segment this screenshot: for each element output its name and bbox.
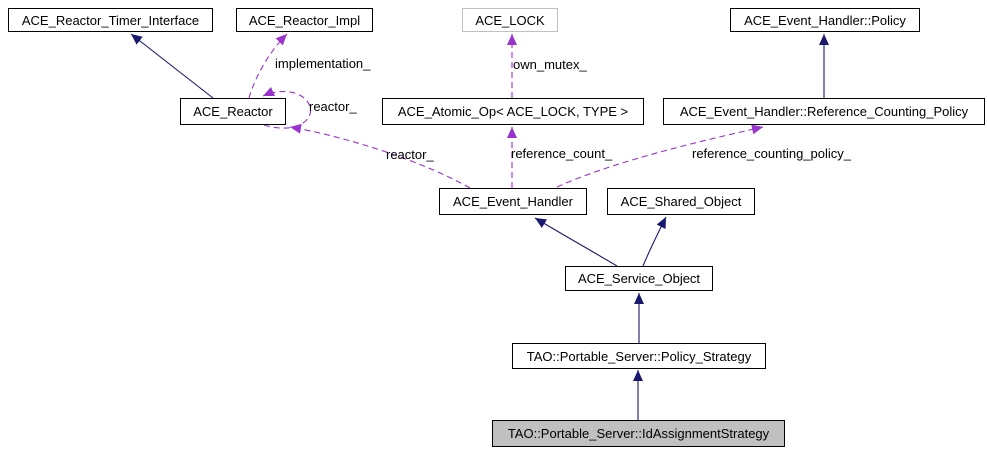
- edge-usage-event-handler-to-reactor: [289, 123, 471, 189]
- edge-inherit-service-object-to-shared-object: [642, 216, 667, 267]
- edge-inherit-service-object-to-event-handler: [534, 217, 618, 267]
- node-ace-reactor-timer-interface[interactable]: ACE_Reactor_Timer_Interface: [8, 8, 213, 32]
- edge-usage-event-handler-to-ref-counting-policy: [556, 124, 764, 188]
- node-ace-service-object[interactable]: ACE_Service_Object: [565, 266, 713, 291]
- edge-usage-reactor-self-loop: [262, 86, 311, 129]
- edge-label-reference-counting-policy: reference_counting_policy_: [692, 146, 851, 161]
- node-ace-reactor-impl[interactable]: ACE_Reactor_Impl: [236, 8, 373, 32]
- node-ace-event-handler[interactable]: ACE_Event_Handler: [439, 188, 587, 215]
- node-ace-reactor[interactable]: ACE_Reactor: [180, 98, 286, 125]
- edge-label-reference-count: reference_count_: [511, 146, 613, 161]
- node-ace-event-handler-policy[interactable]: ACE_Event_Handler::Policy: [730, 8, 920, 32]
- node-tao-id-assignment-strategy: TAO::Portable_Server::IdAssignmentStrate…: [492, 420, 785, 447]
- node-ace-atomic-op[interactable]: ACE_Atomic_Op< ACE_LOCK, TYPE >: [382, 98, 644, 125]
- node-ace-event-handler-reference-counting-policy[interactable]: ACE_Event_Handler::Reference_Counting_Po…: [663, 98, 985, 125]
- edge-inherit-reactor-to-timer-interface: [130, 33, 214, 99]
- node-ace-lock: ACE_LOCK: [462, 8, 558, 32]
- node-ace-shared-object[interactable]: ACE_Shared_Object: [607, 188, 755, 215]
- edge-label-reactor-self: reactor_: [309, 99, 357, 114]
- edge-label-own-mutex: own_mutex_: [513, 57, 587, 72]
- edge-label-implementation: implementation_: [275, 56, 371, 71]
- edge-label-reactor-member: reactor_: [386, 147, 434, 162]
- node-tao-policy-strategy[interactable]: TAO::Portable_Server::Policy_Strategy: [512, 343, 766, 369]
